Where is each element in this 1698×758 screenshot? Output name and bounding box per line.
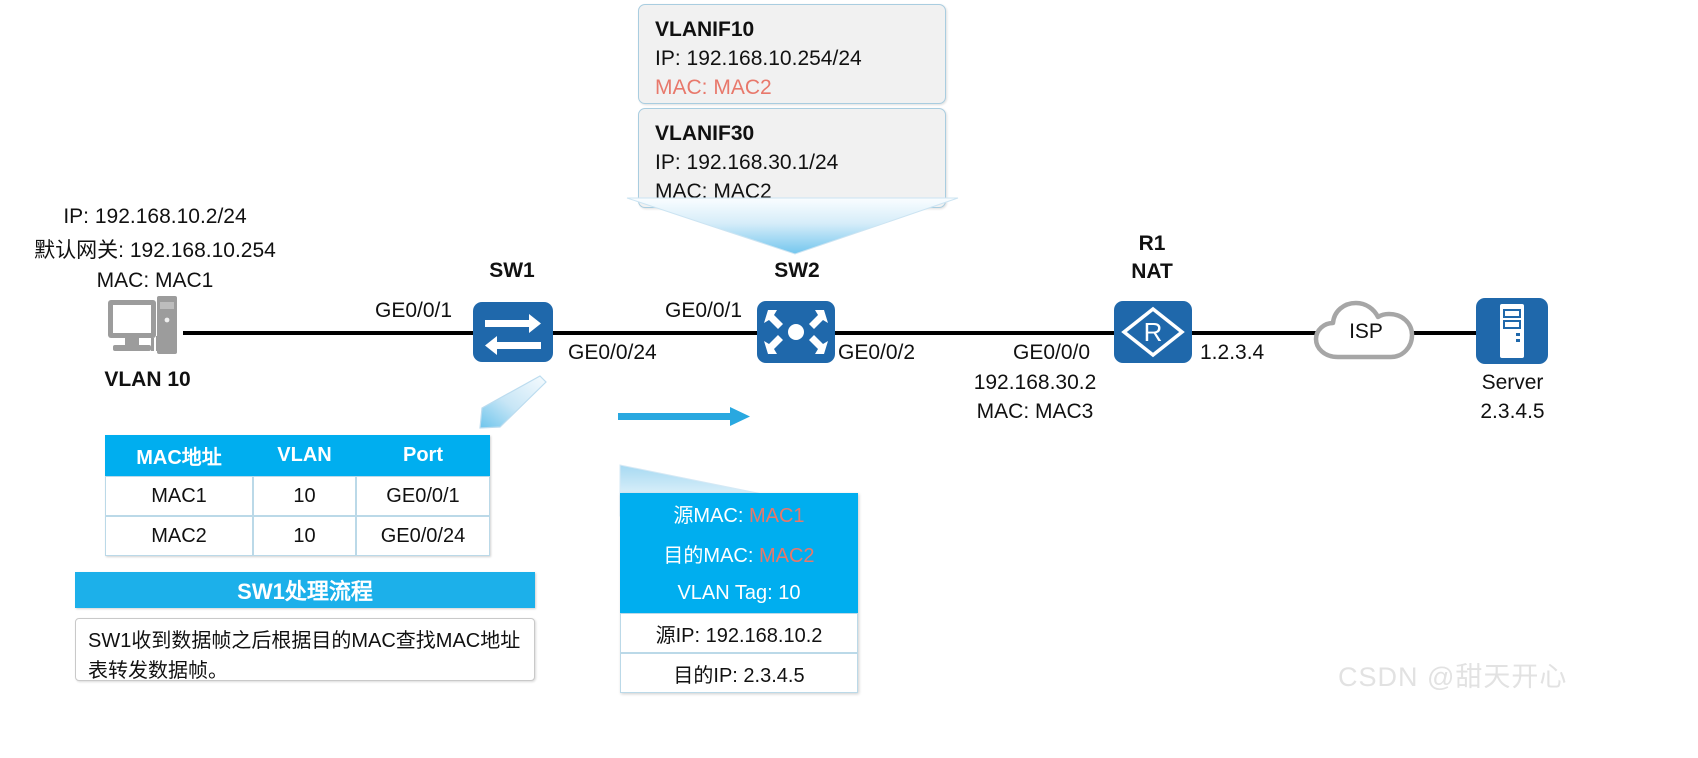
packet-frame-table: 源MAC: MAC1 目的MAC: MAC2 VLAN Tag: 10 源IP:… [620, 493, 858, 693]
mac-table-header-vlan: VLAN [253, 435, 356, 476]
server-ip-label: 2.3.4.5 [1480, 400, 1545, 423]
packet-row-dst-ip: 目的IP: 2.3.4.5 [620, 653, 858, 693]
sw1-process-description: SW1收到数据帧之后根据目的MAC查找MAC地址表转发数据帧。 [75, 618, 535, 682]
pc-vlan-label: VLAN 10 [104, 368, 191, 391]
wire-isp-to-server [1408, 331, 1476, 335]
r1-lan-mac-label: MAC: MAC3 [976, 400, 1094, 423]
vlanif30-callout: VLANIF30 IP: 192.168.30.1/24 MAC: MAC2 [638, 108, 946, 208]
vlanif10-callout: VLANIF10 IP: 192.168.10.254/24 MAC: MAC2 [638, 4, 946, 104]
r1-label-line1: R1 [1138, 232, 1166, 255]
mac-table-cell-vlan: 10 [253, 516, 356, 556]
pc-ip-label: IP: 192.168.10.2/24 [63, 205, 247, 228]
packet-flow-arrow-icon [618, 405, 750, 427]
packet-row-dst-mac: 目的MAC: MAC2 [620, 533, 858, 573]
wire-pc-to-sw1 [183, 331, 475, 335]
pc-mac-label: MAC: MAC1 [96, 269, 214, 292]
mac-table-header-mac: MAC地址 [105, 435, 253, 476]
isp-label: ISP [1349, 320, 1383, 343]
cloud-icon [1312, 297, 1420, 367]
wire-r1-to-isp [1192, 331, 1324, 335]
desktop-pc-icon [105, 294, 185, 366]
sw2-port-ge002-label: GE0/0/2 [838, 341, 916, 364]
vlanif30-title: VLANIF30 [655, 122, 755, 145]
server-icon[interactable] [1476, 298, 1548, 364]
router-icon[interactable]: R [1114, 301, 1192, 363]
table-header-row: MAC地址 VLAN Port [105, 435, 490, 476]
sw2-port-ge001-label: GE0/0/1 [665, 299, 743, 322]
packet-cell-dst-mac: 目的MAC: MAC2 [620, 533, 858, 573]
mac-address-table: MAC地址 VLAN Port MAC1 10 GE0/0/1 MAC2 10 … [105, 435, 490, 556]
sw1-callout-arrow-icon [470, 370, 550, 432]
vlanif10-title: VLANIF10 [655, 18, 755, 41]
vlanif10-ip: IP: 192.168.10.254/24 [655, 47, 862, 70]
vlanif30-mac: MAC: MAC2 [655, 180, 772, 203]
server-label: Server [1481, 371, 1544, 394]
sw2-label: SW2 [774, 259, 820, 282]
pc-info-block: IP: 192.168.10.2/24 默认网关: 192.168.10.254… [10, 205, 300, 293]
table-row: MAC2 10 GE0/0/24 [105, 516, 490, 556]
vlanif-callout-pointer-icon [625, 196, 960, 256]
packet-row-src-mac: 源MAC: MAC1 [620, 493, 858, 533]
multilayer-switch-icon[interactable] [757, 301, 835, 363]
wire-sw2-to-r1 [833, 331, 1116, 335]
mac-table-cell-port: GE0/0/1 [356, 476, 490, 516]
sw1-port-ge001-label: GE0/0/1 [375, 299, 453, 322]
r1-lan-port-label: GE0/0/0 [1013, 341, 1091, 364]
pc-gateway-label: 默认网关: 192.168.10.254 [34, 239, 276, 262]
switch-icon[interactable] [473, 302, 553, 362]
sw1-port-ge0024-label: GE0/0/24 [568, 341, 657, 364]
packet-row-vlan-tag: VLAN Tag: 10 [620, 573, 858, 613]
packet-src-mac-value: MAC1 [748, 504, 805, 527]
mac-table-cell-vlan: 10 [253, 476, 356, 516]
wire-sw1-to-sw2 [549, 331, 761, 335]
packet-dst-mac-label: 目的MAC: [663, 544, 759, 567]
vlanif30-ip: IP: 192.168.30.1/24 [655, 151, 839, 174]
r1-lan-ip-label: 192.168.30.2 [973, 371, 1097, 394]
r1-wan-ip-label: 1.2.3.4 [1200, 341, 1265, 364]
table-row: MAC1 10 GE0/0/1 [105, 476, 490, 516]
packet-src-mac-label: 源MAC: [673, 504, 749, 527]
packet-cell-src-mac: 源MAC: MAC1 [620, 493, 858, 533]
packet-row-src-ip: 源IP: 192.168.10.2 [620, 613, 858, 653]
mac-table-cell-port: GE0/0/24 [356, 516, 490, 556]
packet-cell-dst-ip: 目的IP: 2.3.4.5 [620, 653, 858, 693]
packet-cell-src-ip: 源IP: 192.168.10.2 [620, 613, 858, 653]
csdn-watermark: CSDN @甜天开心 [1338, 662, 1568, 692]
mac-table-header-port: Port [356, 435, 490, 476]
mac-table-cell-mac: MAC2 [105, 516, 253, 556]
sw1-label: SW1 [489, 259, 535, 282]
svg-text:R: R [1144, 317, 1163, 347]
vlanif10-mac: MAC: MAC2 [655, 76, 772, 99]
sw1-process-banner: SW1处理流程 [75, 572, 535, 608]
packet-dst-mac-value: MAC2 [758, 544, 815, 567]
r1-label-line2: NAT [1131, 260, 1173, 283]
mac-table-cell-mac: MAC1 [105, 476, 253, 516]
packet-cell-vlan-tag: VLAN Tag: 10 [620, 573, 858, 613]
